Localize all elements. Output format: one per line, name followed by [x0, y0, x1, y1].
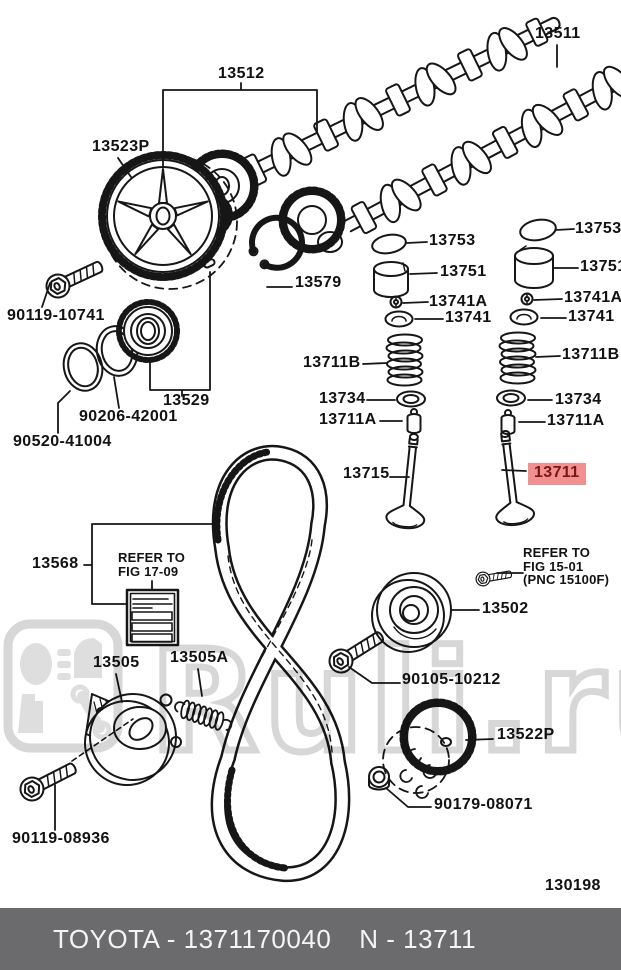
part-label-13711B-left: 13711B	[303, 354, 361, 371]
part-label-13579: 13579	[295, 274, 342, 291]
part-label-90119-10741: 90119-10741	[7, 307, 105, 324]
part-label-13753-right: 13753	[575, 220, 621, 237]
crank-gear-13522P-drawing	[382, 698, 477, 799]
part-label-13741A-left: 13741A	[429, 293, 488, 310]
part-label-13741-right: 13741	[568, 308, 615, 325]
part-label-13711A-left: 13711A	[319, 411, 377, 428]
caution-sticker-drawing	[125, 588, 180, 647]
valve-parts-left-column	[371, 233, 435, 531]
part-label-13734-left: 13734	[319, 390, 366, 407]
tension-spring-13505A-drawing	[174, 699, 233, 731]
part-label-13734-right: 13734	[555, 391, 602, 408]
part-label-13505: 13505	[93, 654, 140, 671]
part-label-130198: 130198	[545, 877, 601, 894]
part-label-13512: 13512	[218, 65, 265, 82]
oring-90520-41004-drawing	[62, 342, 104, 392]
part-label-13711: 13711	[528, 463, 586, 485]
part-label-13522P: 13522P	[497, 726, 555, 743]
timing-gear-13529-drawing	[116, 299, 180, 363]
part-label-13753-left: 13753	[429, 232, 476, 249]
part-label-90206-42001: 90206-42001	[79, 408, 178, 425]
part-label-90105-10212: 90105-10212	[402, 671, 501, 688]
footer-bar: TOYOTA - 1371170040 N - 13711	[0, 908, 621, 970]
part-label-refer-fig-17-09: REFER TO FIG 17-09	[118, 550, 186, 579]
part-label-13711A-right: 13711A	[547, 412, 605, 429]
part-label-13505A: 13505A	[170, 649, 229, 666]
part-label-13751-right: 13751	[580, 258, 621, 275]
timing-belt-13568-drawing	[210, 444, 351, 883]
part-label-13715: 13715	[343, 465, 390, 482]
part-label-13568: 13568	[32, 555, 79, 572]
part-label-13711B-right: 13711B	[562, 346, 620, 363]
part-label-13523P: 13523P	[92, 138, 150, 155]
part-label-13741-left: 13741	[445, 309, 492, 326]
part-label-13529: 13529	[163, 392, 210, 409]
nut-90179-08071-drawing	[368, 766, 390, 791]
part-label-90179-08071: 90179-08071	[434, 796, 533, 813]
idler-pulley-13502-drawing	[371, 572, 452, 653]
part-label-90119-08936: 90119-08936	[12, 830, 110, 847]
snap-ring-13579-drawing	[248, 214, 305, 271]
part-label-90520-41004: 90520-41004	[13, 433, 112, 450]
leader-lines	[41, 44, 579, 831]
valve-parts-right-column	[484, 218, 557, 529]
part-label-13502: 13502	[482, 600, 529, 617]
part-label-13511: 13511	[535, 25, 581, 42]
part-label-13751-left: 13751	[440, 263, 487, 280]
footer-part-number: N - 13711	[359, 924, 477, 954]
footer-oem-number: TOYOTA - 1371170040	[52, 924, 332, 954]
part-label-13741A-right: 13741A	[564, 289, 621, 306]
part-label-refer-fig-15-01: REFER TO FIG 15-01 (PNC 15100F)	[523, 545, 610, 588]
